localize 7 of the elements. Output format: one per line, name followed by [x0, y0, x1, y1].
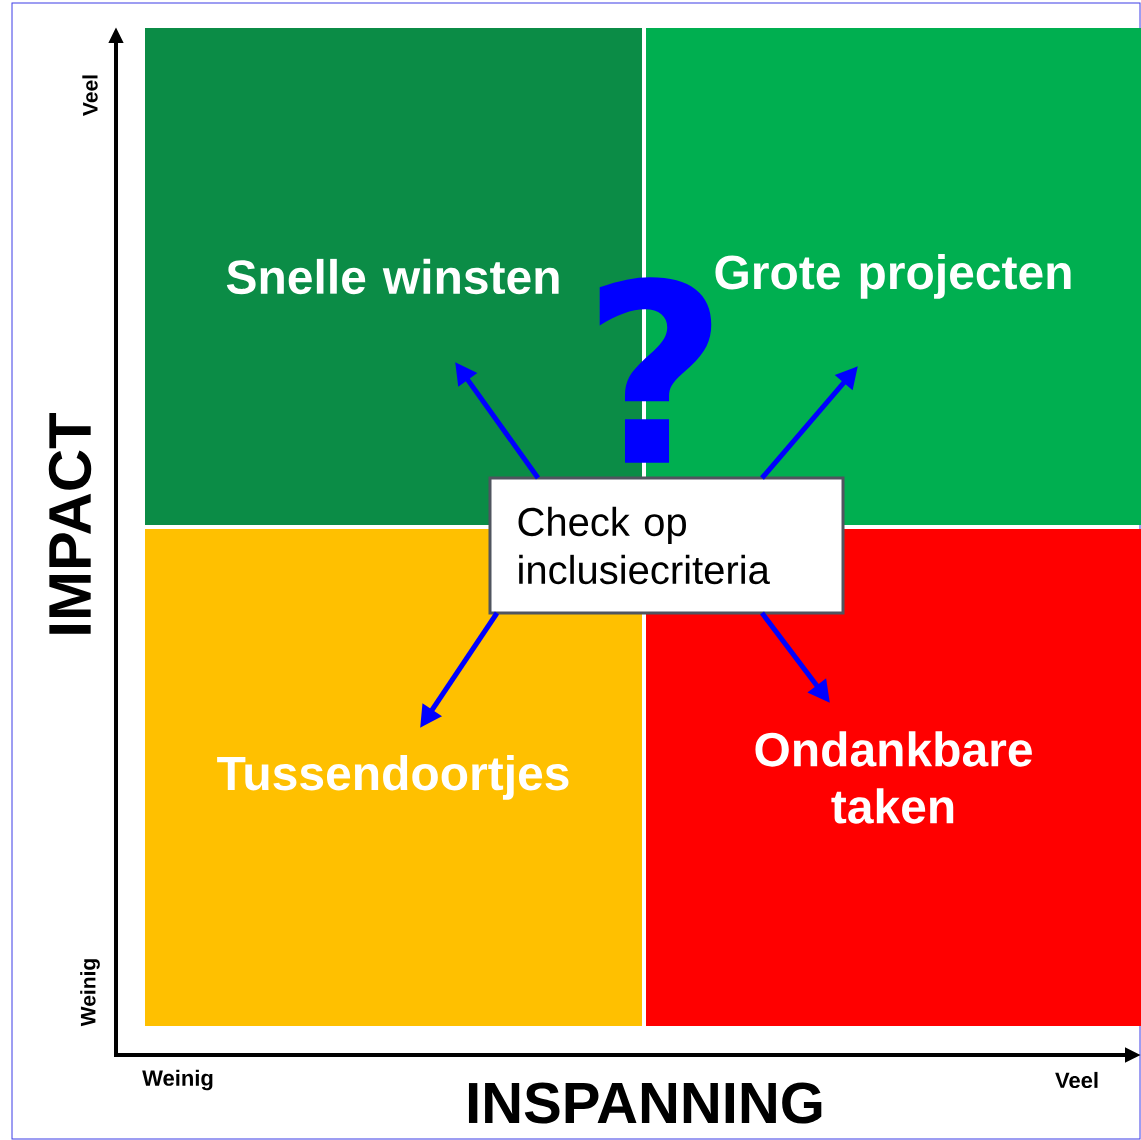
axis-end-label: Veel [1055, 1071, 1098, 1089]
axis-end-label: Veel [82, 75, 98, 116]
axis-title: IMPACT [48, 412, 92, 634]
axis-title: INSPANNING [468, 1082, 822, 1124]
axis-end-label: Weinig [142, 1069, 213, 1091]
axis-end-label: Weinig [80, 959, 100, 1027]
text-box: Check op inclusiecriteria [488, 476, 845, 615]
